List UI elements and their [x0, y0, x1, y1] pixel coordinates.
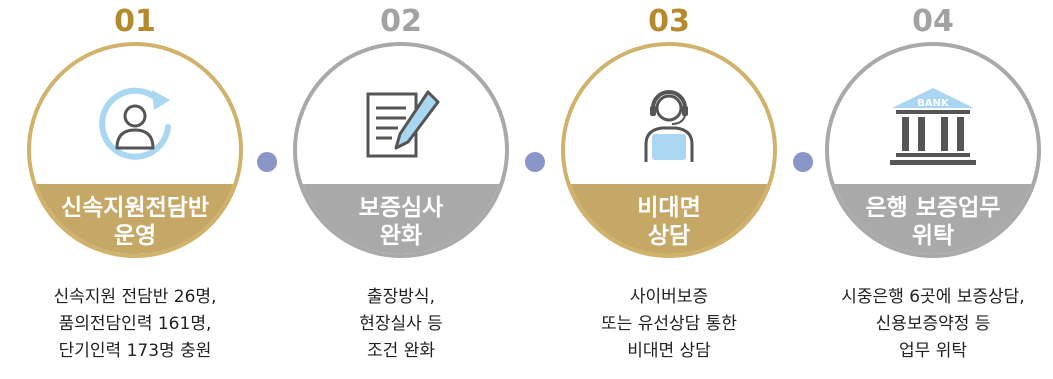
title-band [31, 184, 239, 254]
connector-dot [525, 152, 545, 172]
svg-text:BANK: BANK [917, 98, 950, 109]
title-band [297, 184, 505, 254]
step-number: 01 [114, 4, 156, 39]
title-band [565, 184, 773, 254]
document-pen-icon [366, 90, 440, 158]
step-number: 02 [380, 4, 422, 39]
step-number: 04 [912, 4, 954, 39]
title-band [829, 184, 1037, 254]
connector-dot [793, 152, 813, 172]
headset-operator-icon [644, 90, 694, 162]
step-number: 03 [648, 4, 690, 39]
step-description: 신속지원 전담반 26명,품의전담인력 161명,단기인력 173명 충원 [53, 287, 217, 361]
bank-icon: BANK [890, 88, 976, 165]
person-refresh-icon [99, 87, 171, 160]
connector-dot [257, 152, 277, 172]
